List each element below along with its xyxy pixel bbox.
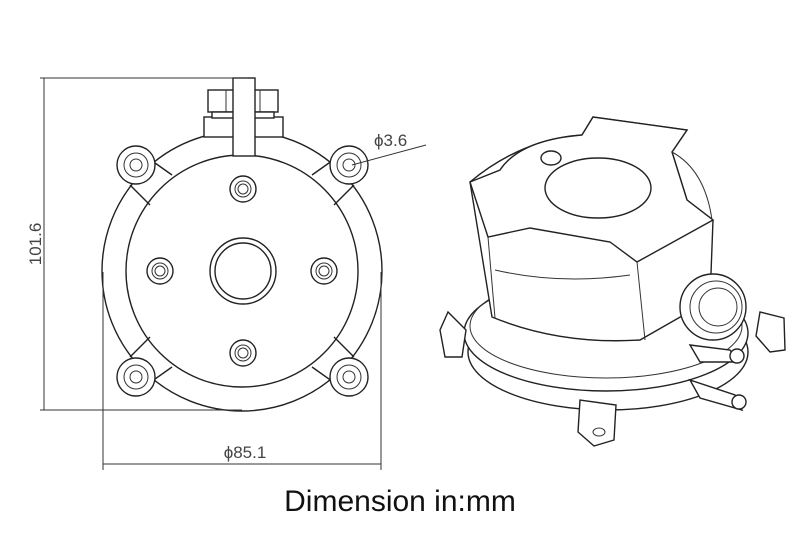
hole-diameter-dimension: ϕ3.6 [374,131,407,150]
mounting-lugs [116,145,369,397]
height-dimension: 101.6 [26,223,45,266]
front-view [101,77,383,412]
dimension-lines [40,77,427,470]
center-port [209,237,277,305]
screw-holes [146,175,338,367]
isometric-view [439,116,786,447]
diameter-dimension: ϕ85.1 [224,443,267,462]
dimension-caption: Dimension in:mm [284,485,516,518]
